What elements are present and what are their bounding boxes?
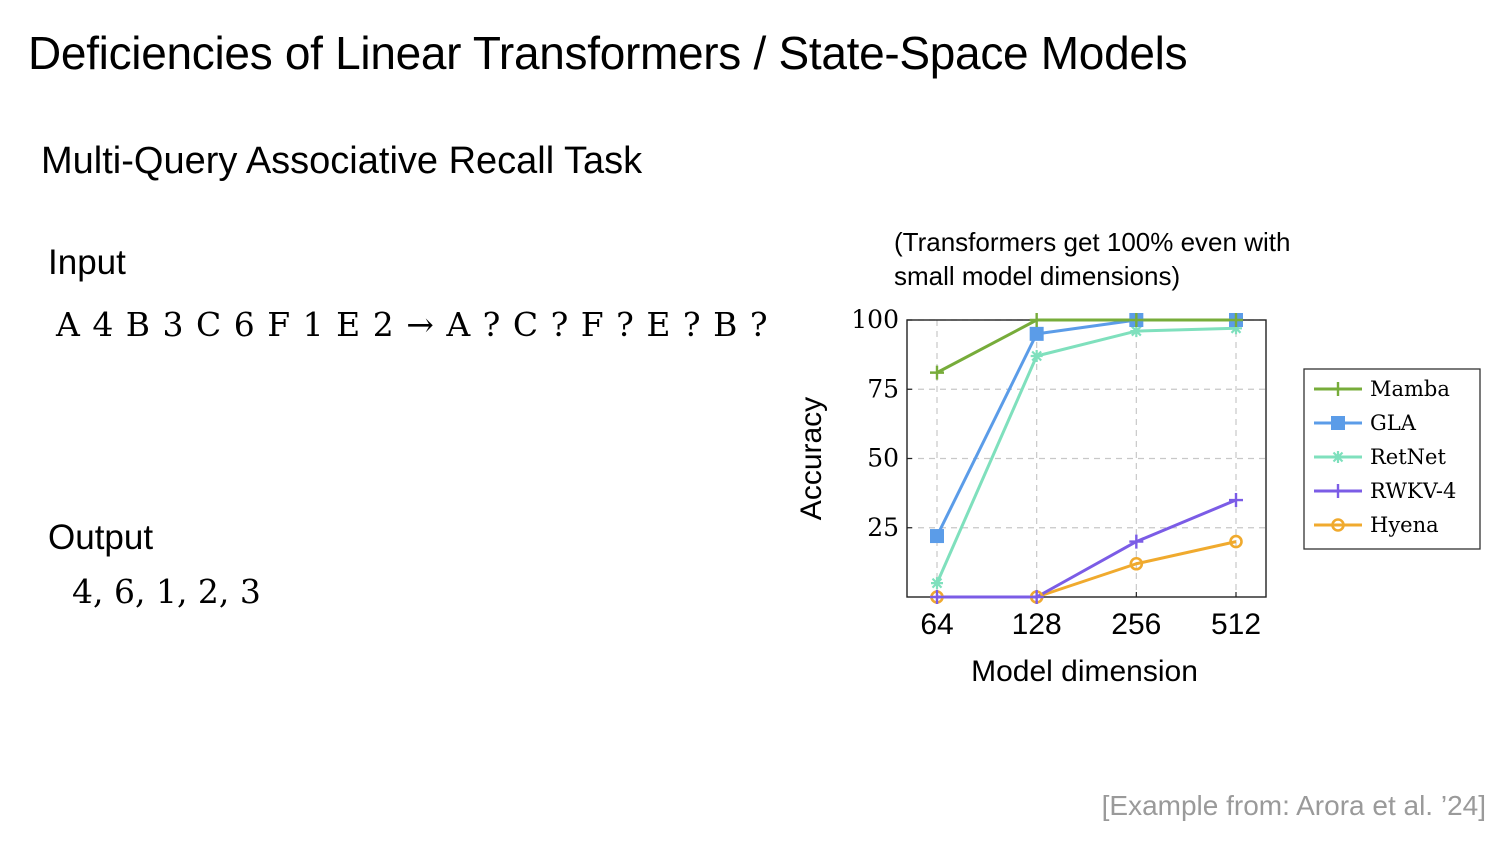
data-point-mamba <box>1129 313 1144 327</box>
output-sequence: 4, 6, 1, 2, 3 <box>72 572 261 611</box>
data-point-mamba <box>1029 313 1044 327</box>
data-point-retnet <box>1130 325 1143 338</box>
data-point-retnet <box>1030 350 1043 363</box>
data-point-rwkv-4 <box>1129 534 1144 549</box>
x-axis-label: Model dimension <box>971 655 1198 688</box>
legend-marker-rwkv-4 <box>1331 484 1345 498</box>
data-point-hyena <box>1129 556 1144 571</box>
task-subtitle: Multi-Query Associative Recall Task <box>41 140 643 182</box>
y-axis-label: Accuracy <box>795 397 828 520</box>
legend-marker-gla <box>1331 416 1345 430</box>
data-point-rwkv-4 <box>1029 590 1044 604</box>
data-point-retnet <box>1230 322 1242 335</box>
legend-label-rwkv-4: RWKV-4 <box>1370 479 1456 503</box>
legend-label-gla: GLA <box>1370 411 1417 435</box>
legend-marker-retnet <box>1332 451 1344 463</box>
y-tick-label: 25 <box>867 513 899 542</box>
data-point-retnet <box>931 577 943 590</box>
data-point-mamba <box>930 365 944 380</box>
series-line-mamba <box>936 318 1236 374</box>
transformer-note: (Transformers get 100% even with small m… <box>894 227 1291 291</box>
data-point-hyena <box>1229 534 1243 549</box>
citation: [Example from: Arora et al. ’24] <box>1101 790 1486 821</box>
data-point-mamba <box>1229 313 1243 327</box>
data-point-gla <box>1029 326 1044 341</box>
output-label: Output <box>48 518 154 557</box>
x-tick-label: 256 <box>1111 608 1161 641</box>
x-tick-label: 512 <box>1211 608 1261 641</box>
legend-box <box>1303 368 1481 550</box>
x-tick-label: 128 <box>1012 608 1062 641</box>
series-line-retnet <box>935 326 1237 584</box>
legend-marker-mamba <box>1331 382 1345 396</box>
series-line-rwkv-4 <box>937 498 1237 599</box>
y-tick-label: 100 <box>851 305 899 334</box>
slide-title: Deficiencies of Linear Transformers / St… <box>28 27 1188 79</box>
data-point-rwkv-4 <box>930 590 944 604</box>
input-label: Input <box>48 243 126 282</box>
y-tick-label: 50 <box>867 444 899 473</box>
input-sequence: A 4 B 3 C 6 F 1 E 2 → A ? C ? F ? E ? B … <box>56 305 768 344</box>
legend-label-retnet: RetNet <box>1370 445 1446 469</box>
x-tick-label: 64 <box>920 608 953 641</box>
legend-label-hyena: Hyena <box>1370 513 1439 537</box>
data-point-gla <box>930 529 944 544</box>
series-line-gla <box>935 318 1236 537</box>
legend-label-mamba: Mamba <box>1370 377 1450 401</box>
data-point-rwkv-4 <box>1229 493 1243 508</box>
y-tick-label: 75 <box>867 374 899 403</box>
legend-marker-hyena <box>1331 518 1345 532</box>
